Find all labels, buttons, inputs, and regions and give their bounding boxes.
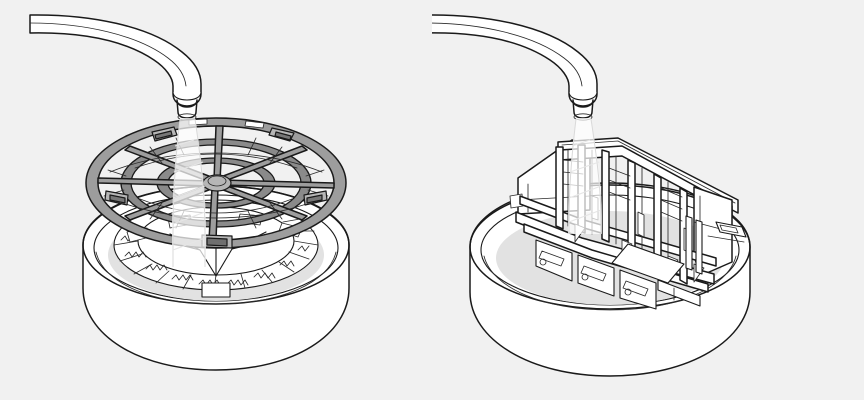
- panel-left: [29, 14, 350, 371]
- panel-right: [432, 14, 751, 377]
- water-stream: [568, 118, 602, 234]
- water-stream: [172, 118, 206, 268]
- faucet-spout: [432, 14, 598, 121]
- grille-hub: [202, 174, 232, 192]
- cage-floor-cell: [535, 239, 657, 310]
- cage-latch-tab: [707, 221, 747, 243]
- round-grille-cover: [85, 117, 347, 249]
- grille-clip: [104, 126, 328, 249]
- faucet-spout: [29, 14, 202, 121]
